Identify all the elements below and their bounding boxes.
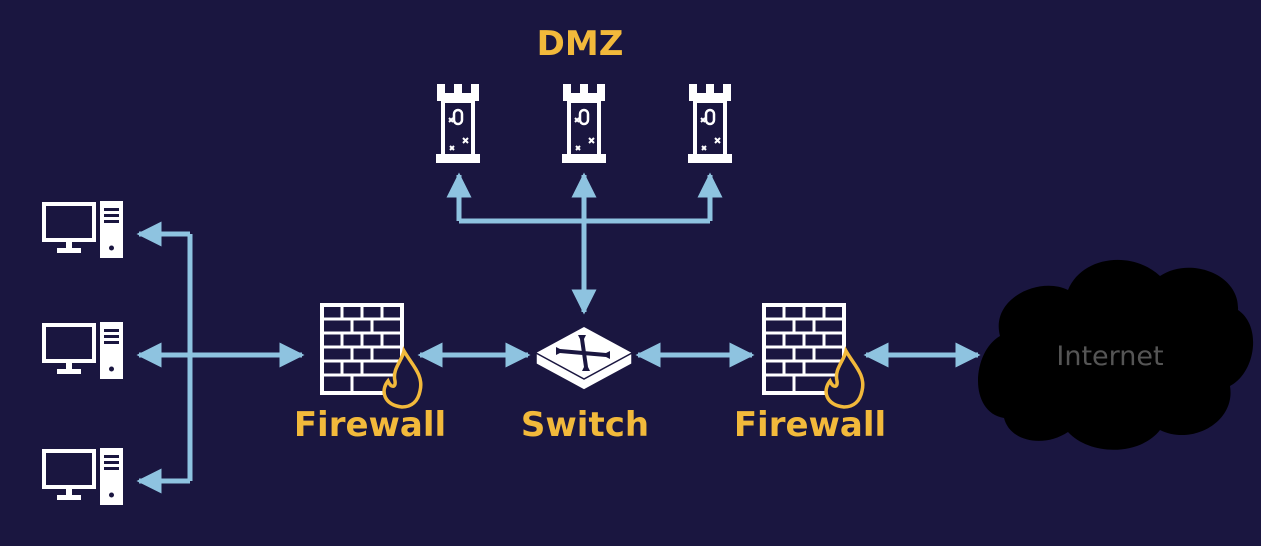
firewall-external-label: Firewall: [733, 405, 887, 445]
connectors: [136, 172, 981, 494]
dmz-title: DMZ: [536, 24, 624, 64]
workstation-icon: [42, 446, 125, 507]
workstation-icon: [42, 199, 125, 260]
firewall-icon: [762, 303, 865, 409]
cloud-icon: [978, 259, 1254, 450]
workstation-icon: [42, 320, 125, 381]
tower-server-icon: [434, 82, 482, 165]
internet-label: Internet: [1056, 341, 1164, 372]
tower-server-icon: [686, 82, 734, 165]
firewall-internal-label: Firewall: [293, 405, 447, 445]
firewall-icon: [320, 303, 423, 409]
tower-server-icon: [560, 82, 608, 165]
switch-icon: [534, 325, 634, 392]
switch-label: Switch: [520, 405, 650, 445]
